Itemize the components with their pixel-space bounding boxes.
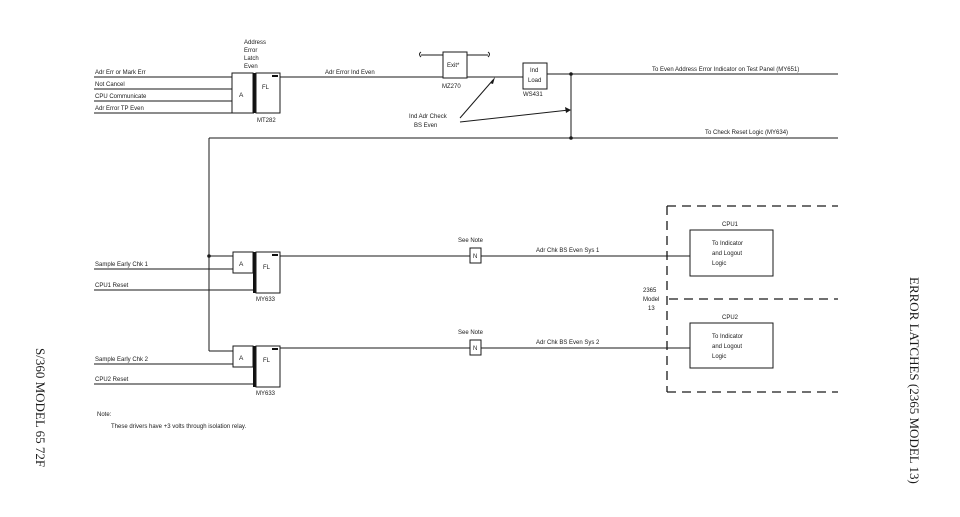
cpu1-box: CPU1 To Indicator and Logout Logic <box>689 222 774 277</box>
svg-text:N: N <box>473 346 477 352</box>
svg-text:Logic: Logic <box>712 261 726 267</box>
test-panel-output-label: To Even Address Error Indicator on Test … <box>652 67 799 73</box>
ref-my633-1: MY633 <box>256 297 276 303</box>
latch-title-line-2: Error <box>244 48 257 54</box>
note-text: These drivers have +3 volts through isol… <box>111 424 246 430</box>
svg-text:Load: Load <box>528 78 541 84</box>
cpu1-latch: Sample Early Chk 1 CPU1 Reset A FL MY633… <box>94 238 690 303</box>
cpu2-latch: Sample Early Chk 2 CPU2 Reset A FL MY633… <box>94 330 690 397</box>
input-sample-early-chk-1: Sample Early Chk 1 <box>95 262 149 268</box>
flip-latch-my633-2 <box>255 345 281 388</box>
svg-text:Logic: Logic <box>712 354 726 360</box>
svg-text:N: N <box>473 254 477 260</box>
model-13-boundary: 2365 Model 13 <box>643 205 838 393</box>
svg-text:A: A <box>239 355 244 362</box>
ind-adr-check-label: Ind Adr Check BS Even <box>409 77 571 129</box>
input-cpu-communicate: CPU Communicate <box>95 94 147 100</box>
input-adr-error-tp-even: Adr Error TP Even <box>95 106 144 112</box>
input-cpu2-reset: CPU2 Reset <box>95 377 129 383</box>
svg-text:FL: FL <box>263 265 271 271</box>
side-label-right: ERROR LATCHES (2365 MODEL 13) <box>907 277 922 484</box>
svg-text:Ind: Ind <box>530 68 538 74</box>
latch-title-line-4: Even <box>244 64 258 70</box>
footnote: Note: These drivers have +3 volts throug… <box>97 412 246 430</box>
ref-mz270: MZ270 <box>442 84 461 90</box>
ind-load-block: Ind Load WS431 <box>522 62 548 98</box>
latch-title-line-3: Latch <box>244 56 259 62</box>
input-cpu1-reset: CPU1 Reset <box>95 283 129 289</box>
svg-text:A: A <box>239 261 244 268</box>
input-not-cancel: Not Cancel <box>95 82 125 88</box>
exit-block: Exit* MZ270 <box>419 51 490 90</box>
side-label-left: S/360 MODEL 65 72F <box>33 348 48 467</box>
svg-text:and Logout: and Logout <box>712 251 742 257</box>
flip-latch-mt282 <box>255 72 281 114</box>
adr-chk-bs-even-sys-1: Adr Chk BS Even Sys 1 <box>536 248 600 254</box>
address-error-latch: Address Error Latch Even Adr Err or Mark… <box>94 40 281 124</box>
svg-text:Exit*: Exit* <box>447 63 460 69</box>
note-title: Note: <box>97 412 112 418</box>
adr-error-ind-even-label: Adr Error Ind Even <box>325 70 375 76</box>
latch-title-line-1: Address <box>244 40 266 46</box>
ref-my633-2: MY633 <box>256 391 276 397</box>
reset-logic-output-label: To Check Reset Logic (MY634) <box>705 130 788 136</box>
input-adr-err-or-mark-err: Adr Err or Mark Err <box>95 70 146 76</box>
svg-text:FL: FL <box>263 358 271 364</box>
svg-text:BS Even: BS Even <box>414 123 437 129</box>
svg-text:Ind Adr Check: Ind Adr Check <box>409 114 448 120</box>
flip-latch-my633-1 <box>255 251 281 294</box>
model-label-line-3: 13 <box>648 306 655 312</box>
svg-text:To Indicator: To Indicator <box>712 241 743 247</box>
svg-text:CPU1: CPU1 <box>722 222 739 228</box>
svg-text:and Logout: and Logout <box>712 344 742 350</box>
svg-text:A: A <box>239 92 244 99</box>
see-note-2: See Note <box>458 330 484 336</box>
svg-text:To Indicator: To Indicator <box>712 334 743 340</box>
svg-text:FL: FL <box>262 85 270 91</box>
ref-ws431: WS431 <box>523 92 543 98</box>
svg-text:CPU2: CPU2 <box>722 315 739 321</box>
input-sample-early-chk-2: Sample Early Chk 2 <box>95 357 149 363</box>
cpu2-box: CPU2 To Indicator and Logout Logic <box>689 315 774 369</box>
adr-chk-bs-even-sys-2: Adr Chk BS Even Sys 2 <box>536 340 600 346</box>
ref-mt282: MT282 <box>257 118 276 124</box>
see-note-1: See Note <box>458 238 484 244</box>
model-label-line-1: 2365 <box>643 288 657 294</box>
model-label-line-2: Model <box>643 297 659 303</box>
